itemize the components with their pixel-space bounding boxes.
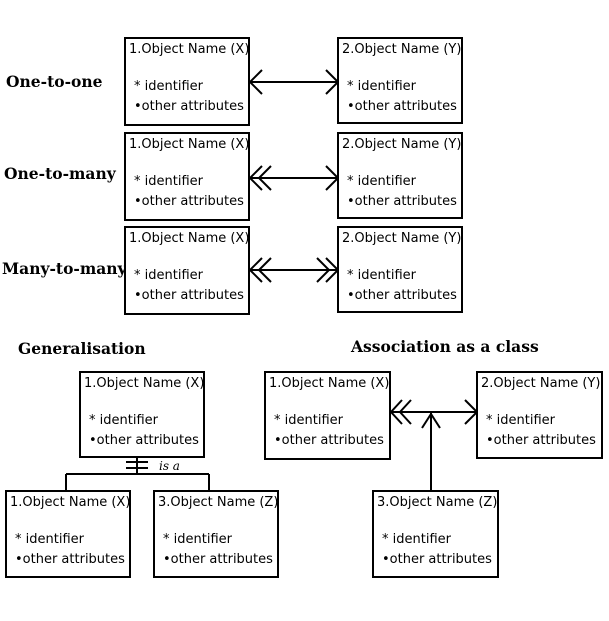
object-box-association-z: 3.Object Name (Z) * identifier •other at… xyxy=(372,490,499,578)
is-a-label: is a xyxy=(159,459,180,473)
many-to-many-label: Many-to-many xyxy=(2,259,127,278)
object-title: 3.Object Name (Z) xyxy=(377,495,498,510)
other-attributes: •other attributes xyxy=(134,194,244,209)
other-attributes: •other attributes xyxy=(382,552,492,567)
other-attributes: •other attributes xyxy=(89,433,199,448)
object-box-y: 2.Object Name (Y) * identifier •other at… xyxy=(337,132,463,219)
association-class-connector xyxy=(389,399,479,490)
identifier-attribute: * identifier xyxy=(382,532,451,547)
object-box-x: 1.Object Name (X) * identifier •other at… xyxy=(124,132,250,221)
object-title: 2.Object Name (Y) xyxy=(481,376,601,391)
object-box-y: 2.Object Name (Y) * identifier •other at… xyxy=(476,371,603,459)
object-title: 2.Object Name (Y) xyxy=(342,231,462,246)
other-attributes: •other attributes xyxy=(274,433,384,448)
object-title: 2.Object Name (Y) xyxy=(342,137,462,152)
identifier-attribute: * identifier xyxy=(347,268,416,283)
object-box-y: 2.Object Name (Y) * identifier •other at… xyxy=(337,37,463,124)
other-attributes: •other attributes xyxy=(134,288,244,303)
other-attributes: •other attributes xyxy=(347,288,457,303)
object-box-subclass-x: 1.Object Name (X) * identifier •other at… xyxy=(5,490,131,578)
identifier-attribute: * identifier xyxy=(89,413,158,428)
other-attributes: •other attributes xyxy=(15,552,125,567)
other-attributes: •other attributes xyxy=(347,99,457,114)
object-title: 3.Object Name (Z) xyxy=(158,495,279,510)
identifier-attribute: * identifier xyxy=(163,532,232,547)
other-attributes: •other attributes xyxy=(134,99,244,114)
object-box-x: 1.Object Name (X) * identifier •other at… xyxy=(264,371,391,460)
one-to-many-connector xyxy=(248,165,340,191)
generalisation-connector xyxy=(65,456,210,490)
one-to-one-connector xyxy=(248,69,340,95)
identifier-attribute: * identifier xyxy=(134,174,203,189)
generalisation-label: Generalisation xyxy=(18,339,146,358)
association-class-label: Association as a class xyxy=(351,337,539,356)
other-attributes: •other attributes xyxy=(347,194,457,209)
other-attributes: •other attributes xyxy=(486,433,596,448)
identifier-attribute: * identifier xyxy=(347,174,416,189)
identifier-attribute: * identifier xyxy=(347,79,416,94)
object-title: 1.Object Name (X) xyxy=(129,231,250,246)
object-box-x: 1.Object Name (X) * identifier •other at… xyxy=(124,37,250,126)
identifier-attribute: * identifier xyxy=(486,413,555,428)
object-box-parent: 1.Object Name (X) * identifier •other at… xyxy=(79,371,205,458)
other-attributes: •other attributes xyxy=(163,552,273,567)
many-to-many-connector xyxy=(248,257,340,283)
object-title: 1.Object Name (X) xyxy=(84,376,205,391)
object-title: 1.Object Name (X) xyxy=(269,376,390,391)
object-title: 1.Object Name (X) xyxy=(129,42,250,57)
object-title: 2.Object Name (Y) xyxy=(342,42,462,57)
identifier-attribute: * identifier xyxy=(15,532,84,547)
one-to-many-label: One-to-many xyxy=(4,164,116,183)
object-title: 1.Object Name (X) xyxy=(129,137,250,152)
object-title: 1.Object Name (X) xyxy=(10,495,131,510)
one-to-one-label: One-to-one xyxy=(6,72,103,91)
object-box-subclass-z: 3.Object Name (Z) * identifier •other at… xyxy=(153,490,279,578)
identifier-attribute: * identifier xyxy=(134,79,203,94)
object-box-y: 2.Object Name (Y) * identifier •other at… xyxy=(337,226,463,313)
identifier-attribute: * identifier xyxy=(274,413,343,428)
identifier-attribute: * identifier xyxy=(134,268,203,283)
object-box-x: 1.Object Name (X) * identifier •other at… xyxy=(124,226,250,315)
